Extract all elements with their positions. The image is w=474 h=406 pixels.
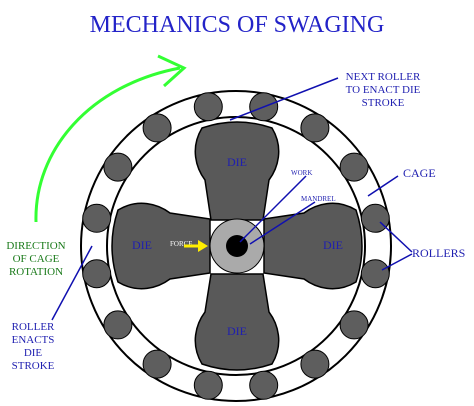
rollers-label: ROLLERS	[412, 246, 465, 260]
svg-text:STROKE: STROKE	[362, 97, 405, 109]
die-bottom-label: DIE	[227, 324, 247, 338]
direction-label: DIRECTION OF CAGE ROTATION	[6, 240, 65, 278]
roller	[82, 259, 112, 289]
svg-text:DIRECTION: DIRECTION	[6, 240, 65, 252]
svg-text:ROTATION: ROTATION	[9, 266, 63, 278]
die-top	[194, 121, 280, 221]
next-roller-label: NEXT ROLLER TO ENACT DIE STROKE	[346, 71, 421, 109]
roller	[339, 152, 369, 182]
roller	[193, 92, 223, 122]
mandrel-label: MANDREL	[301, 195, 336, 203]
die-top-label: DIE	[227, 155, 247, 169]
roller	[339, 310, 369, 340]
roller	[300, 349, 330, 379]
leader-lines	[51, 77, 413, 321]
svg-text:NEXT ROLLER: NEXT ROLLER	[346, 71, 421, 83]
die-right-label: DIE	[323, 238, 343, 252]
roller	[103, 310, 133, 340]
roller	[82, 203, 112, 233]
roller	[142, 349, 172, 379]
svg-text:DIE: DIE	[24, 347, 43, 359]
roller	[142, 113, 172, 143]
svg-text:ENACTS: ENACTS	[12, 334, 55, 346]
roller	[360, 203, 390, 233]
die-group	[111, 121, 363, 371]
roller-enacts-label: ROLLER ENACTS DIE STROKE	[12, 321, 55, 372]
die-left	[111, 202, 211, 290]
svg-text:ROLLER: ROLLER	[12, 321, 55, 333]
die-right	[263, 202, 363, 290]
roller	[103, 152, 133, 182]
roller	[300, 113, 330, 143]
cage-label: CAGE	[403, 166, 436, 180]
svg-text:OF CAGE: OF CAGE	[13, 253, 60, 265]
svg-text:TO ENACT DIE: TO ENACT DIE	[346, 84, 421, 96]
roller	[249, 370, 279, 400]
roller-group	[82, 92, 390, 400]
diagram-title: MECHANICS OF SWAGING	[90, 12, 385, 38]
die-left-label: DIE	[132, 238, 152, 252]
roller	[193, 370, 223, 400]
force-arrow-icon	[184, 240, 208, 252]
curved-arrow-icon	[34, 54, 187, 223]
work-label: WORK	[291, 169, 312, 177]
force-label: FORCE	[170, 240, 193, 248]
die-bottom	[194, 273, 280, 371]
svg-text:STROKE: STROKE	[12, 360, 55, 372]
roller	[360, 259, 390, 289]
